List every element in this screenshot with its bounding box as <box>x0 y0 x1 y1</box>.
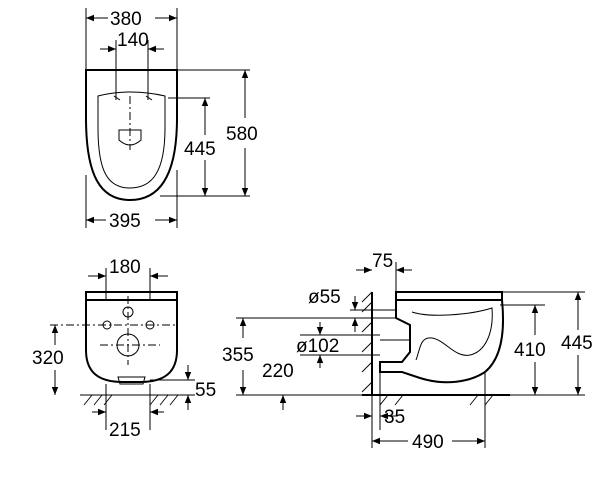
dim-35: 35 <box>384 407 405 428</box>
floor-hatch-side <box>379 394 494 406</box>
dim-220: 220 <box>262 361 294 382</box>
top-view-flush <box>118 129 142 146</box>
dim-o102: ø102 <box>296 336 339 357</box>
dim-o55: ø55 <box>308 287 341 308</box>
dim-75: 75 <box>372 251 393 272</box>
dim-180: 180 <box>109 257 141 278</box>
dim-580: 580 <box>226 124 258 145</box>
dim-410: 410 <box>514 340 546 361</box>
front-view-outline <box>85 299 178 383</box>
wall-hatch <box>361 291 373 393</box>
dim-140: 140 <box>117 30 149 51</box>
dim-395: 395 <box>109 211 141 232</box>
dim-445-side: 445 <box>561 333 593 354</box>
top-view-outline <box>85 69 178 202</box>
dim-55: 55 <box>195 380 216 401</box>
dim-380: 380 <box>110 9 142 30</box>
seat-lid <box>395 291 503 301</box>
front-view: 180 320 55 215 <box>32 257 216 441</box>
side-view: 75 ø55 ø102 355 220 410 445 <box>222 251 593 453</box>
top-view: 380 140 445 580 395 <box>85 8 258 232</box>
bowl-outline <box>379 299 505 384</box>
floor-hatch-front <box>83 394 179 406</box>
dim-320: 320 <box>32 348 64 369</box>
dim-215: 215 <box>109 420 141 441</box>
dim-355: 355 <box>222 345 254 366</box>
dim-445-top: 445 <box>184 139 216 160</box>
dim-490: 490 <box>412 432 444 453</box>
top-view-seat <box>97 91 166 189</box>
